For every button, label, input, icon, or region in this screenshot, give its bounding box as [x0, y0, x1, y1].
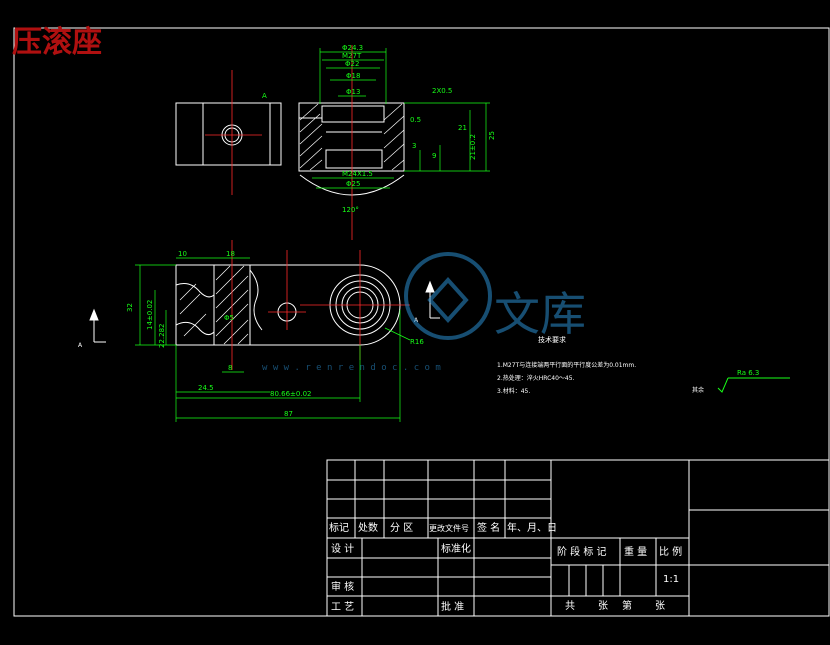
dim-h2: 9 [432, 152, 436, 160]
tb-stage: 阶 段 标 记 [557, 545, 607, 558]
dim-h-low: 22.282 [158, 324, 166, 349]
section-label-a2: A [414, 317, 419, 324]
tb-count: 处数 [358, 521, 378, 534]
dim-chamfer: 2X0.5 [432, 87, 452, 95]
dim-d5: Φ13 [346, 88, 360, 96]
tb-design: 设 计 [331, 542, 354, 555]
tb-standard: 标准化 [441, 542, 471, 555]
dim-h4: 21±0.2 [469, 134, 477, 160]
tech-req-item-1: 1.M27T与连接端两平行面的平行度公差为0.01mm. [497, 361, 636, 369]
drawing-frame [13, 27, 830, 617]
dim-d1: Φ24.3 [342, 44, 363, 52]
dim-d7: Φ25 [346, 180, 360, 188]
top-view-plate [175, 102, 282, 166]
dim-dia: Φ5 [224, 314, 234, 322]
watermark-logo [404, 252, 492, 340]
drawing-title: 压滚座 [12, 25, 102, 60]
tb-number: 第 [622, 599, 632, 612]
dim-d3: Φ22 [345, 60, 359, 68]
dim-h3: 21 [458, 124, 467, 132]
section-arrow-right [425, 280, 440, 319]
dim-width-a: 24.5 [198, 384, 214, 392]
top-view-centerlines [205, 45, 353, 240]
top-view-dimension-lines [312, 48, 490, 189]
tb-total: 共 [565, 600, 575, 612]
top-view [175, 102, 405, 196]
dim-width-b: 8 [228, 364, 232, 372]
roughness-note: 其余 [692, 386, 704, 394]
section-arrow-left [89, 308, 106, 343]
tb-mark: 标记 [329, 522, 349, 534]
top-view-boss-section [298, 102, 405, 172]
dim-d6: 0.5 [410, 116, 421, 124]
dim-d2: M27T [342, 52, 362, 60]
tb-change-doc: 更改文件号 [429, 523, 469, 533]
dim-angle: 120° [342, 206, 359, 214]
tb-weight: 重 量 [624, 545, 647, 558]
dim-w1: 10 [178, 250, 187, 258]
dim-h-total: 32 [126, 303, 134, 312]
tb-sheet: 张 [655, 600, 665, 612]
tb-process: 工 艺 [331, 601, 354, 613]
tech-req-title: 技术要求 [538, 335, 566, 344]
dim-h1: 3 [412, 142, 416, 150]
roughness-label: Ra 6.3 [737, 369, 759, 377]
tolerance-frame: A [262, 92, 267, 100]
tb-approve: 批 准 [441, 600, 464, 613]
dim-h-hole: 14±0.02 [146, 300, 154, 330]
roughness-symbol [717, 377, 790, 393]
title-block-text: 标记 处数 分 区 更改文件号 签 名 年、月、日 设 计 标准化 审 核 工 … [329, 521, 682, 613]
dim-d4: Φ18 [346, 72, 360, 80]
tb-scale: 比 例 [659, 545, 682, 558]
dim-h5: 25 [488, 131, 496, 140]
front-view-dimension-lines [135, 257, 411, 422]
watermark-url: w w w . r e n r e n d o c . c o m [262, 363, 441, 373]
front-view-centerlines [231, 240, 410, 370]
dim-thread: M24X1.5 [342, 170, 373, 178]
tb-sign: 签 名 [477, 521, 500, 534]
dim-total: 87 [284, 410, 293, 418]
tb-scale-value: 1:1 [663, 574, 679, 585]
dim-center-dist: 80.66±0.02 [270, 390, 312, 398]
tech-req-item-2: 2.热处理：淬火HRC40～45. [497, 374, 575, 382]
tb-sheets: 张 [598, 600, 608, 612]
title-block-grid [326, 459, 830, 617]
dim-w2: 18 [226, 250, 235, 258]
tech-req-item-3: 3.材料：45. [497, 387, 530, 395]
tb-date: 年、月、日 [507, 521, 557, 534]
section-label-a: A [78, 342, 83, 349]
watermark-text: 文库 [494, 287, 586, 341]
dim-radius: R16 [410, 338, 424, 346]
tb-zone: 分 区 [390, 522, 413, 534]
front-view-outline [175, 264, 401, 346]
tb-review: 审 核 [331, 580, 354, 593]
